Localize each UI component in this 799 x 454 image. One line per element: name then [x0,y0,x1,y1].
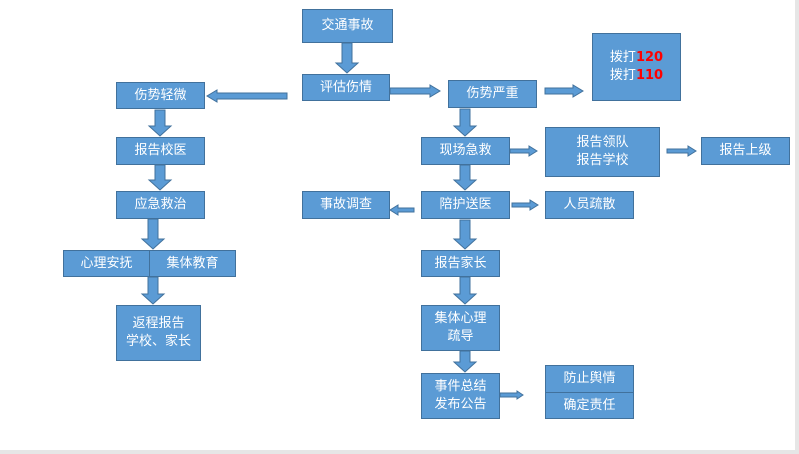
node-label: 报告学校 [576,153,629,168]
flow-arrow [452,350,478,373]
flow-arrow [544,84,584,98]
node-counseling: 集体心理疏导 [421,305,500,351]
flow-arrow [452,108,478,137]
node-comfort: 心理安抚 [63,250,150,277]
node-label: 评估伤情 [319,79,372,95]
node-label: 心理安抚 [80,255,133,271]
node-label: 报告领队 [576,135,629,150]
node-return-report: 返程报告学校、家长 [116,305,201,361]
node-label: 事件总结 [434,379,487,394]
node-label: 返程报告 [132,316,185,331]
node-label: 发布公告 [434,397,487,412]
call-110-line: 拨打110 [610,67,663,85]
node-report-leader-school: 报告领队报告学校 [545,127,660,177]
node-label: 报告校医 [134,143,187,158]
node-education: 集体教育 [149,250,236,277]
node-accident: 交通事故 [302,9,393,43]
node-label: 学校、家长 [125,334,191,349]
node-label: 事故调查 [319,197,372,212]
node-report-doctor: 报告校医 [116,137,205,165]
flow-arrow [206,89,288,103]
node-report-superior: 报告上级 [701,137,790,165]
flow-arrow [389,84,441,98]
node-label: 交通事故 [321,18,374,33]
flow-arrow [511,199,539,211]
node-label: 伤势轻微 [134,87,187,103]
node-emergency: 应急救治 [116,191,205,219]
flow-arrow [147,164,173,191]
flow-arrow [140,218,166,250]
node-assess: 评估伤情 [302,74,390,101]
node-label: 防止舆情 [563,371,616,386]
node-label: 疏导 [447,329,474,344]
node-label: 现场急救 [439,143,492,158]
call-label: 拨打 [609,50,636,65]
call-label: 拨打 [609,68,636,83]
call-120-line: 拨打120 [610,49,663,67]
node-severe: 伤势严重 [448,80,537,108]
flow-arrow [509,145,538,157]
flow-arrow [452,276,478,305]
node-label: 确定责任 [563,397,616,413]
node-minor: 伤势轻微 [116,82,205,109]
node-label: 报告家长 [434,255,487,271]
call-number-120: 120 [635,50,664,65]
node-escort: 陪护送医 [421,191,510,219]
node-investigation: 事故调查 [302,191,390,219]
flow-arrow [452,219,478,250]
node-report-parents: 报告家长 [421,250,500,277]
node-label: 集体心理 [434,311,487,326]
node-label: 人员疏散 [563,197,616,212]
call-number-110: 110 [635,68,664,83]
node-evacuation: 人员疏散 [545,191,634,219]
node-label: 伤势严重 [466,86,519,101]
node-label: 陪护送医 [439,197,492,212]
flow-arrow [140,276,166,305]
node-summary: 事件总结发布公告 [421,373,500,419]
node-first-aid: 现场急救 [421,137,510,165]
flow-arrow [334,42,360,74]
node-prevent-opinion: 防止舆情 [545,365,634,393]
node-call: 拨打120 拨打110 [592,33,681,101]
flow-arrow [452,164,478,191]
node-label: 报告上级 [719,143,772,158]
flow-arrow [389,204,415,216]
flow-arrow [147,109,173,137]
node-label: 集体教育 [166,255,219,271]
flow-arrow [499,390,524,400]
node-label: 应急救治 [134,197,187,212]
node-determine-liability: 确定责任 [545,392,634,419]
flow-arrow [666,145,697,157]
